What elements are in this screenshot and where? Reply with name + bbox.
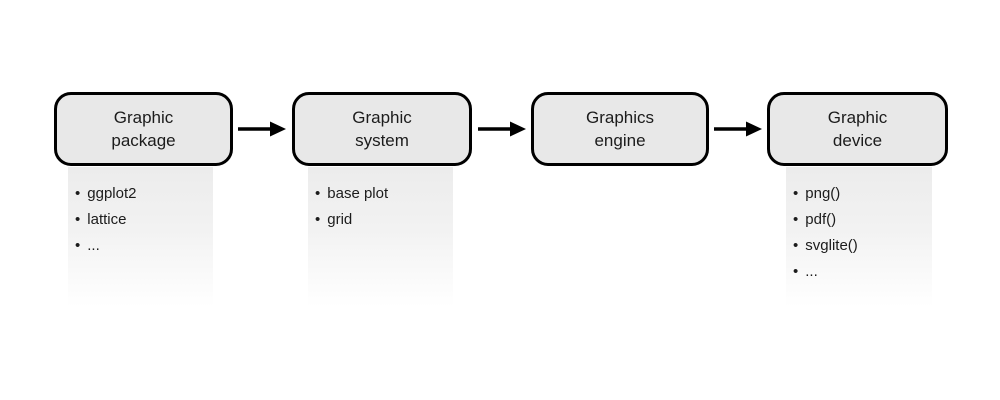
arrow-right-icon <box>238 121 286 137</box>
node-title-line: system <box>355 131 409 150</box>
node-title-line: Graphic <box>113 108 174 127</box>
list-item-label: base plot <box>327 185 389 202</box>
list-item: • lattice <box>75 207 209 233</box>
bullet-icon: • <box>315 211 321 228</box>
panel-graphic-system-examples: • base plot • grid <box>308 167 453 307</box>
list-item-label: svglite() <box>805 237 858 254</box>
bullet-icon: • <box>793 211 799 228</box>
list-item-label: pdf() <box>805 211 837 228</box>
list-item-label: ... <box>87 237 100 254</box>
node-title-line: package <box>111 131 176 150</box>
panel-graphic-device-examples: • png() • pdf() • svglite() • ... <box>786 167 932 307</box>
node-graphics-engine: Graphics engine <box>531 92 709 166</box>
bullet-icon: • <box>793 185 799 202</box>
bullet-icon: • <box>793 237 799 254</box>
node-title-line: Graphic <box>827 108 888 127</box>
list-item: • pdf() <box>793 207 928 233</box>
list-item: • base plot <box>315 181 449 207</box>
list-item-label: grid <box>327 211 353 228</box>
node-graphic-package: Graphic package <box>54 92 233 166</box>
list-item-label: ... <box>805 263 818 280</box>
list-item: • grid <box>315 207 449 233</box>
node-title-line: device <box>832 131 883 150</box>
list-item-label: lattice <box>87 211 127 228</box>
list-item: • ggplot2 <box>75 181 209 207</box>
bullet-icon: • <box>315 185 321 202</box>
node-title-line: Graphic <box>352 108 412 127</box>
bullet-icon: • <box>793 263 799 280</box>
list-item: • svglite() <box>793 233 928 259</box>
list-item: • ... <box>793 259 928 285</box>
list-item-label: ggplot2 <box>87 185 137 202</box>
bullet-icon: • <box>75 237 81 254</box>
node-title-line: Graphics <box>585 108 655 127</box>
list-item: • ... <box>75 233 209 259</box>
arrow-right-icon <box>714 121 762 137</box>
panel-graphic-package-examples: • ggplot2 • lattice • ... <box>68 167 213 307</box>
bullet-icon: • <box>75 185 81 202</box>
arrow-right-icon <box>478 121 526 137</box>
list-item-label: png() <box>805 185 841 202</box>
node-title-line: engine <box>594 131 646 150</box>
node-graphic-device: Graphic device <box>767 92 948 166</box>
node-graphic-system: Graphic system <box>292 92 472 166</box>
list-item: • png() <box>793 181 928 207</box>
bullet-icon: • <box>75 211 81 228</box>
